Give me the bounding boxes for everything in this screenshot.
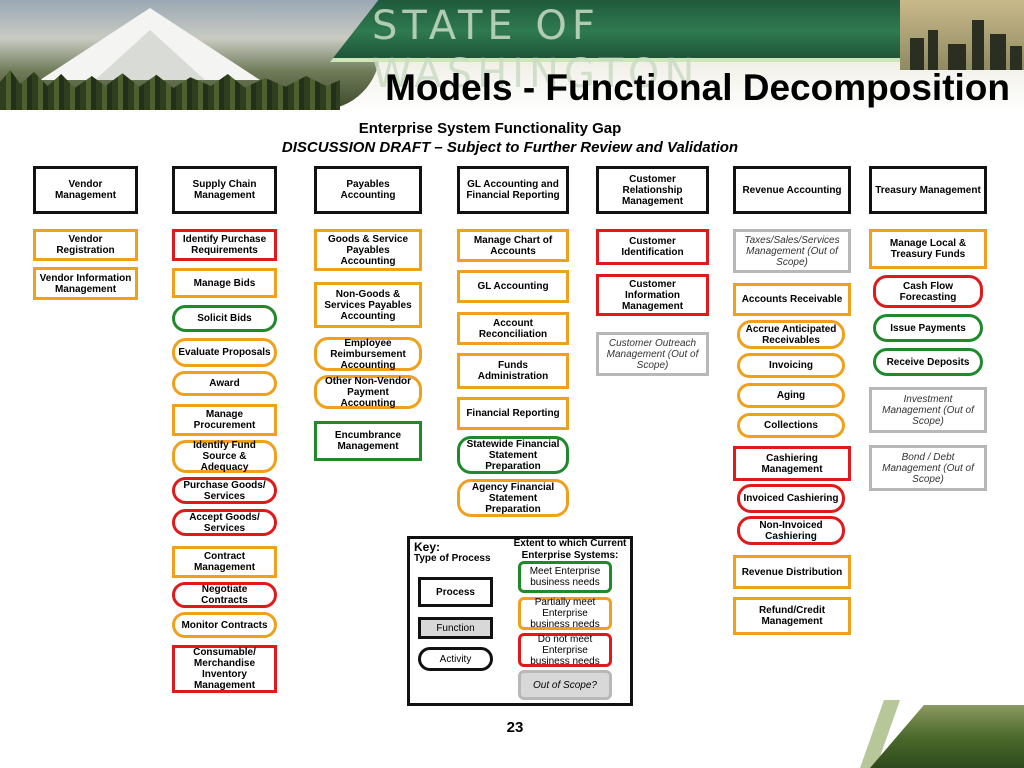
legend-out-of-scope: Out of Scope? — [518, 670, 612, 700]
activity-node: Receive Deposits — [873, 348, 983, 376]
column-header-revenue: Revenue Accounting — [733, 166, 851, 214]
activity-node: Other Non-Vendor Payment Accounting — [314, 375, 422, 409]
activity-node: Agency Financial Statement Preparation — [457, 479, 569, 517]
function-node-out-of-scope: Taxes/Sales/Services Management (Out of … — [733, 229, 851, 273]
function-node: Financial Reporting — [457, 397, 569, 430]
activity-node: Invoiced Cashiering — [737, 484, 845, 513]
activity-node: Evaluate Proposals — [172, 338, 277, 367]
function-node: Manage Bids — [172, 268, 277, 298]
legend-process: Process — [418, 577, 493, 607]
building-icon — [990, 34, 1006, 70]
state-title: STATE OF WASHINGTON — [372, 3, 700, 97]
function-node: Accounts Receivable — [733, 283, 851, 316]
mountain-shadow-icon — [95, 30, 205, 80]
function-node: Manage Local & Treasury Funds — [869, 229, 987, 269]
activity-node: Purchase Goods/ Services — [172, 477, 277, 504]
diagram-title: Enterprise System Functionality Gap — [358, 120, 622, 137]
activity-node: Cash Flow Forecasting — [873, 275, 983, 308]
activity-node: Solicit Bids — [172, 305, 277, 332]
function-node: Consumable/ Merchandise Inventory Manage… — [172, 645, 277, 693]
building-icon — [910, 38, 924, 70]
column-header-vendor: Vendor Management — [33, 166, 138, 214]
function-node: Account Reconciliation — [457, 312, 569, 345]
column-header-supply-chain: Supply Chain Management — [172, 166, 277, 214]
legend-partially: Partially meet Enterprise business needs — [518, 597, 612, 630]
activity-node: Non-Invoiced Cashiering — [737, 516, 845, 545]
city-skyline-photo — [900, 0, 1024, 70]
function-node: Customer Identification — [596, 229, 709, 265]
legend-title: Key: — [414, 540, 441, 554]
function-node: Revenue Distribution — [733, 555, 851, 589]
activity-node: Negotiate Contracts — [172, 582, 277, 608]
building-icon — [928, 30, 938, 70]
function-node: Customer Information Management — [596, 274, 709, 316]
slide-title: Models - Functional Decomposition — [385, 67, 1010, 108]
activity-node: Award — [172, 371, 277, 396]
activity-node: Accept Goods/ Services — [172, 509, 277, 536]
column-header-payables: Payables Accounting — [314, 166, 422, 214]
function-node: GL Accounting — [457, 270, 569, 303]
legend-meets: Meet Enterprise business needs — [518, 561, 612, 593]
function-node: Manage Procurement — [172, 404, 277, 436]
activity-node: Collections — [737, 413, 845, 438]
activity-node: Aging — [737, 383, 845, 408]
activity-node: Employee Reimbursement Accounting — [314, 337, 422, 371]
column-header-gl: GL Accounting and Financial Reporting — [457, 166, 569, 214]
building-icon — [972, 20, 984, 70]
building-icon — [948, 44, 966, 70]
function-node: Vendor Registration — [33, 229, 138, 261]
activity-node: Monitor Contracts — [172, 612, 277, 638]
diagram-subtitle: DISCUSSION DRAFT – Subject to Further Re… — [281, 139, 739, 156]
function-node: Goods & Service Payables Accounting — [314, 229, 422, 271]
activity-node: Issue Payments — [873, 314, 983, 342]
function-node: Identify Purchase Requirements — [172, 229, 277, 261]
activity-node: Statewide Financial Statement Preparatio… — [457, 436, 569, 474]
activity-node: Invoicing — [737, 353, 845, 378]
function-node: Encumbrance Management — [314, 421, 422, 461]
function-node: Funds Administration — [457, 353, 569, 389]
activity-node: Identify Fund Source & Adequacy — [172, 440, 277, 473]
page-number: 23 — [506, 719, 524, 736]
legend-activity: Activity — [418, 647, 493, 671]
legend-extent-heading: Extent to which Current Enterprise Syste… — [513, 538, 627, 561]
column-header-treasury: Treasury Management — [869, 166, 987, 214]
column-header-crm: Customer Relationship Management — [596, 166, 709, 214]
legend-does-not: Do not meet Enterprise business needs — [518, 633, 612, 667]
function-node: Refund/Credit Management — [733, 597, 851, 635]
building-icon — [1010, 46, 1022, 70]
function-node-out-of-scope: Investment Management (Out of Scope) — [869, 387, 987, 433]
function-node-out-of-scope: Bond / Debt Management (Out of Scope) — [869, 445, 987, 491]
function-node: Manage Chart of Accounts — [457, 229, 569, 262]
activity-node: Accrue Anticipated Receivables — [737, 320, 845, 349]
function-node: Non-Goods & Services Payables Accounting — [314, 282, 422, 328]
function-node: Vendor Information Management — [33, 267, 138, 300]
legend-type-heading: Type of Process — [414, 553, 491, 564]
function-node: Cashiering Management — [733, 446, 851, 481]
function-node-out-of-scope: Customer Outreach Management (Out of Sco… — [596, 332, 709, 376]
legend-function: Function — [418, 617, 493, 639]
function-node: Contract Management — [172, 546, 277, 578]
